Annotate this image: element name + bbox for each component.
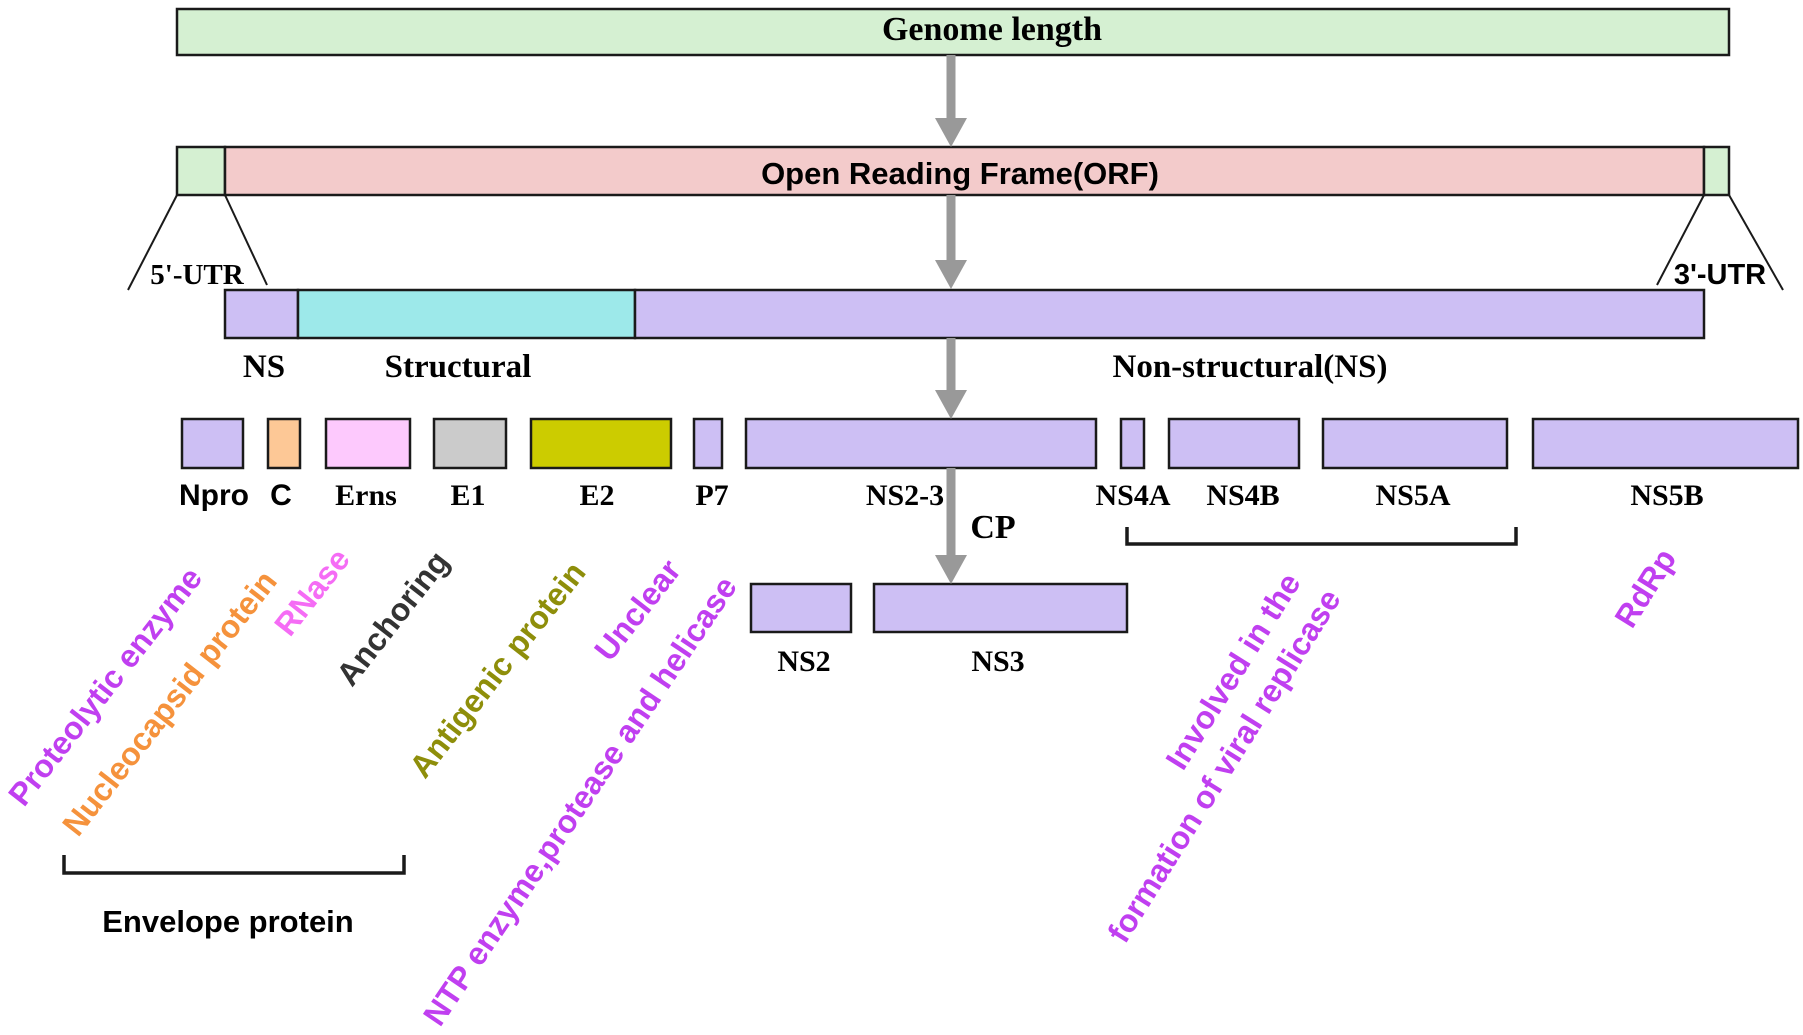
erns-label: Erns xyxy=(335,479,397,512)
e1-label: E1 xyxy=(450,479,485,512)
cp-label: CP xyxy=(970,509,1015,546)
npro-box xyxy=(180,417,245,470)
nonstructural-region-box xyxy=(633,288,1706,340)
erns-box xyxy=(324,417,412,470)
ns4a-box xyxy=(1119,417,1146,470)
envelope-bracket xyxy=(62,855,406,875)
ns4b-label: NS4B xyxy=(1206,479,1279,512)
arrow-head-2 xyxy=(935,260,967,289)
ns3-box xyxy=(872,582,1129,634)
ns2-3-box xyxy=(744,417,1098,470)
ns4b-box xyxy=(1167,417,1301,470)
e2-label: E2 xyxy=(579,479,614,512)
ns5b-label: NS5B xyxy=(1630,479,1703,512)
arrow-head-3 xyxy=(935,390,967,419)
p7-box xyxy=(692,417,724,470)
five-utr-right-line xyxy=(224,194,268,286)
orf-label: Open Reading Frame(ORF) xyxy=(761,156,1159,191)
ns5a-label: NS5A xyxy=(1375,479,1450,512)
c-label: C xyxy=(270,479,292,512)
three-utr-left-line xyxy=(1656,194,1705,286)
three-utr-label: 3'-UTR xyxy=(1674,259,1766,291)
ns-region-box xyxy=(223,288,300,340)
ns-region-label: NS xyxy=(243,349,285,385)
replicase-bracket xyxy=(1125,527,1518,546)
ns2-3-label: NS2-3 xyxy=(866,479,944,512)
ns2-box xyxy=(749,582,853,634)
five-utr-left-line xyxy=(127,194,178,291)
p7-label: P7 xyxy=(695,479,728,512)
rnase-label: RNase xyxy=(267,542,357,643)
genome-length-bar xyxy=(175,7,1731,57)
genome-length-label: Genome length xyxy=(882,11,1102,48)
involved-replicase-label-line2: formation of viral replicase xyxy=(1100,583,1347,949)
three-utr-right-line xyxy=(1728,194,1784,291)
envelope-protein-label: Envelope protein xyxy=(102,904,353,939)
npro-label: Npro xyxy=(179,479,249,512)
three-utr-box xyxy=(1702,145,1731,197)
ns5b-box xyxy=(1531,417,1800,470)
ns4a-label: NS4A xyxy=(1095,479,1170,512)
c-box xyxy=(266,417,302,470)
nonstructural-region-label: Non-structural(NS) xyxy=(1113,349,1388,385)
arrow-head-1 xyxy=(935,118,967,147)
structural-region-label: Structural xyxy=(385,349,532,385)
ns3-label: NS3 xyxy=(971,645,1024,678)
ns2-label: NS2 xyxy=(777,645,830,678)
structural-region-box xyxy=(296,288,637,340)
e1-box xyxy=(432,417,508,470)
rdrp-label: RdRp xyxy=(1607,542,1683,633)
e2-box xyxy=(529,417,673,470)
ntp-enzyme-label: NTP enzyme,protease and helicase xyxy=(416,570,744,1032)
five-utr-box xyxy=(175,145,227,197)
flow-arrows xyxy=(935,55,967,584)
orf-bar xyxy=(223,145,1706,197)
arrow-head-4 xyxy=(935,555,967,584)
ns5a-box xyxy=(1321,417,1509,470)
five-utr-label: 5'-UTR xyxy=(150,259,245,291)
